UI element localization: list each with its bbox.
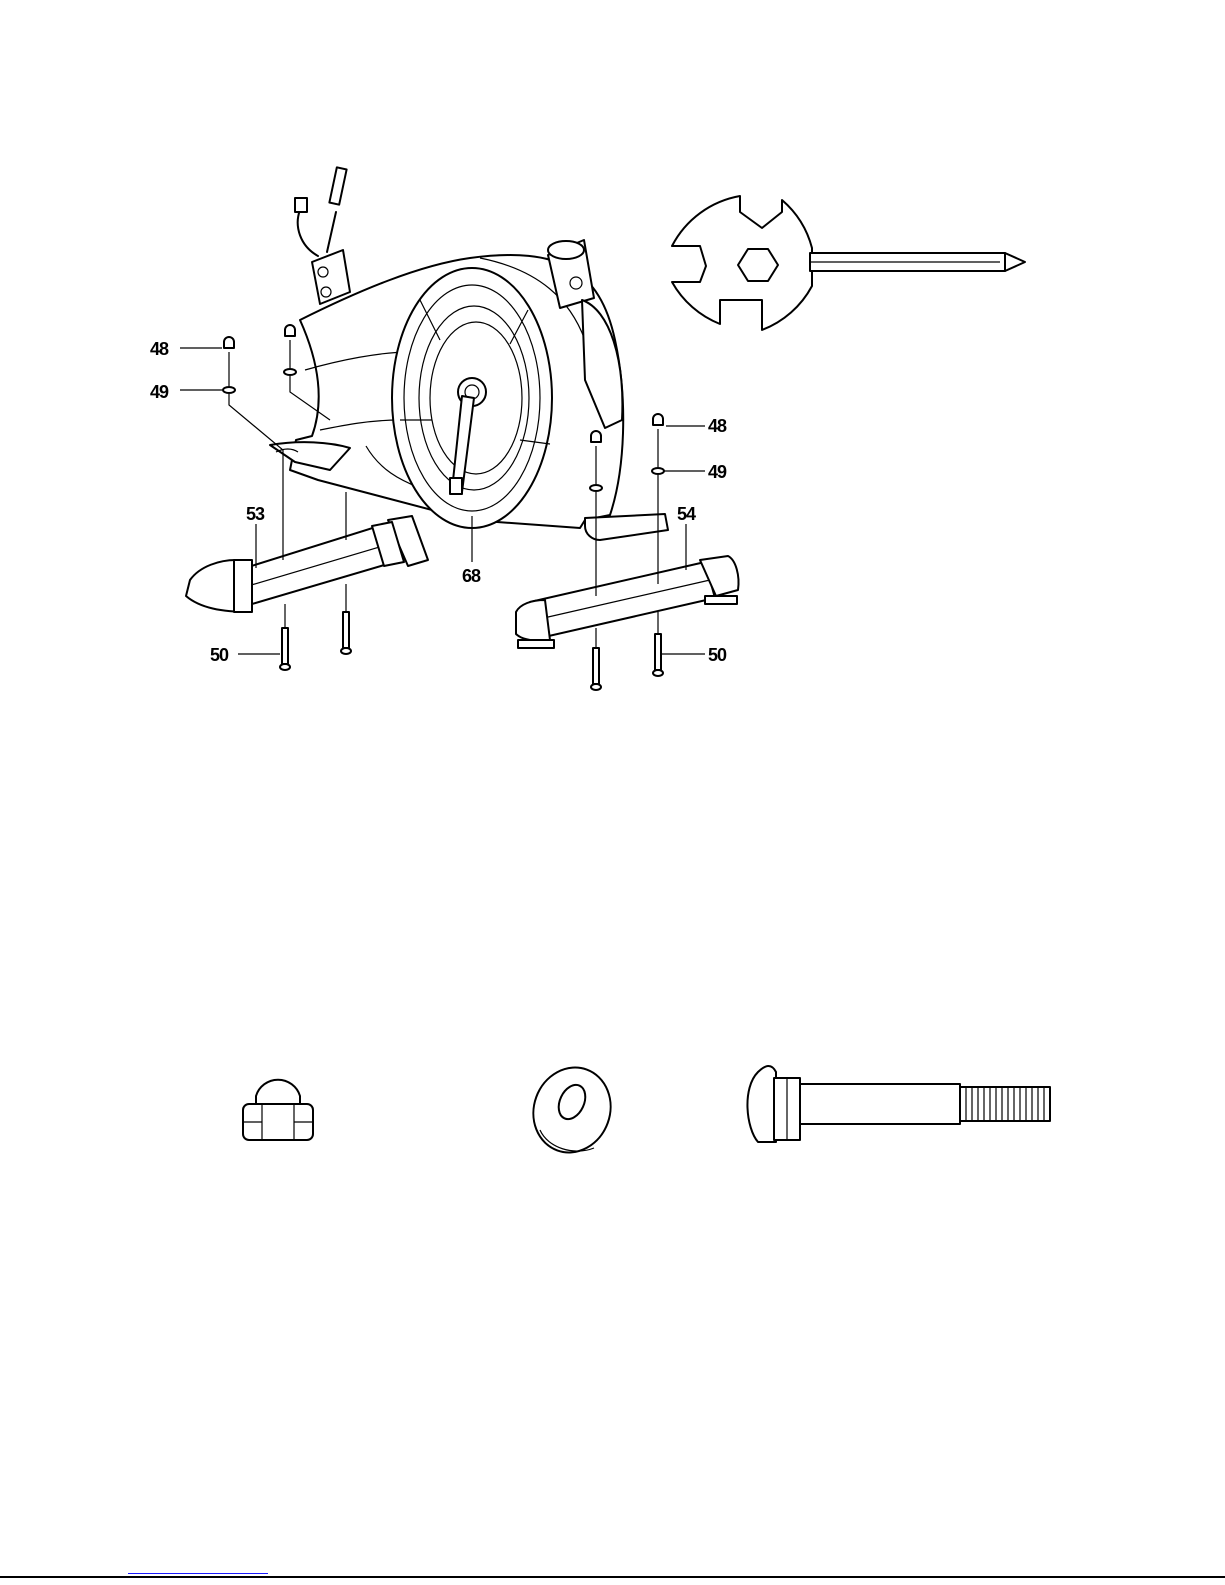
callout-53: 53 bbox=[246, 504, 265, 524]
callout-50-right: 50 bbox=[708, 645, 727, 665]
multi-tool-wrench bbox=[672, 196, 1025, 330]
callout-48-left: 48 bbox=[150, 339, 169, 359]
washer-right-2 bbox=[590, 485, 602, 491]
callout-49-left: 49 bbox=[150, 382, 169, 402]
carriage-bolt-detail bbox=[747, 1066, 1050, 1142]
main-frame bbox=[270, 167, 668, 540]
washer-left-2 bbox=[284, 369, 296, 375]
washer-detail bbox=[522, 1057, 623, 1164]
carriage-bolt-left bbox=[280, 628, 290, 670]
rear-stabilizer bbox=[516, 556, 739, 648]
front-stabilizer bbox=[186, 516, 428, 612]
cap-nut-left-2 bbox=[285, 325, 295, 336]
callout-49-right: 49 bbox=[708, 462, 727, 482]
callout-50-left: 50 bbox=[210, 645, 229, 665]
callout-54: 54 bbox=[677, 504, 696, 524]
cap-nut-right-2 bbox=[591, 431, 601, 442]
carriage-bolt-right-2 bbox=[653, 634, 663, 676]
washer-right bbox=[652, 468, 664, 474]
cap-nut-right bbox=[653, 414, 663, 425]
callout-48-right: 48 bbox=[708, 416, 727, 436]
carriage-bolt-left-2 bbox=[341, 612, 351, 654]
cap-nut-left bbox=[224, 337, 234, 348]
footer-rule bbox=[0, 1576, 1225, 1578]
callout-68: 68 bbox=[462, 566, 481, 586]
carriage-bolt-right bbox=[591, 648, 601, 690]
washer-left bbox=[223, 387, 235, 393]
cap-nut-detail bbox=[243, 1080, 313, 1140]
footer-link-underline bbox=[128, 1573, 268, 1574]
